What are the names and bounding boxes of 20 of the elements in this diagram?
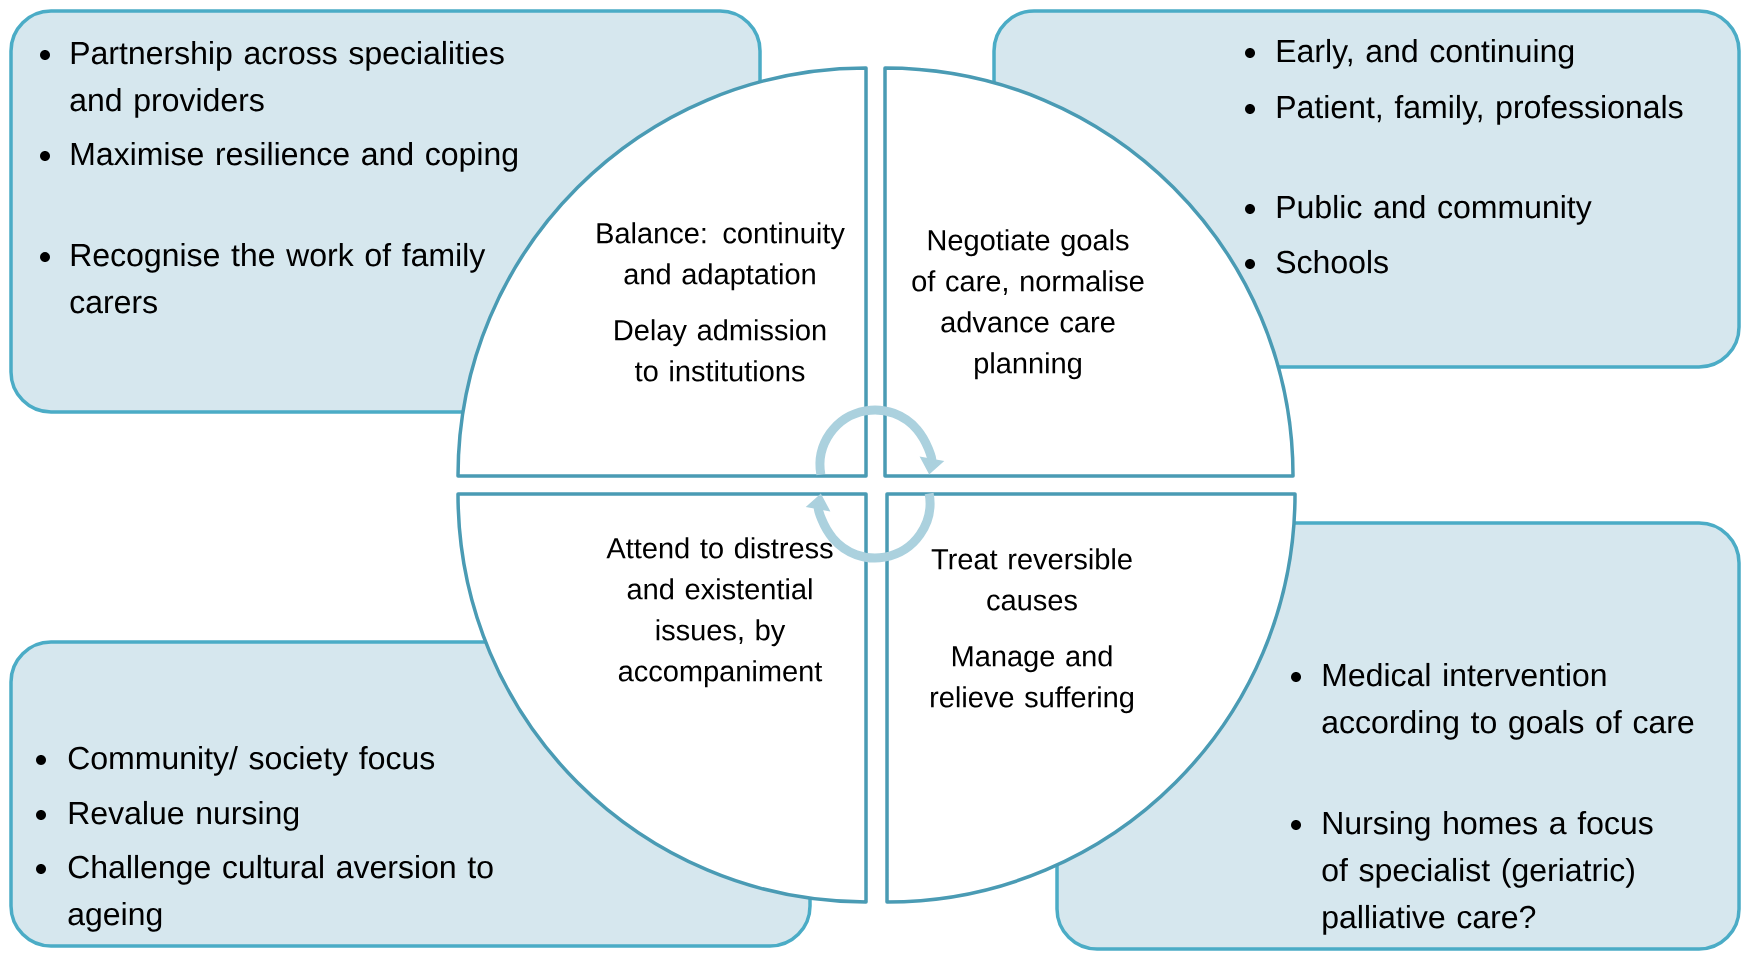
bullet-item: Partnership across specialities and providers	[40, 40, 504, 118]
bullet-item: Nursing homes a focus of specialist (geriatric) palliative care?	[1291, 810, 1653, 935]
arrow	[815, 405, 945, 476]
bullet-item: Maximise resilience and coping	[40, 141, 517, 172]
bullet-item: Medical intervention according to goals of care	[1291, 662, 1694, 740]
quadrant-text: Treat reversible causes	[931, 548, 1132, 611]
bullet-item: Patient, family, professionals	[1245, 94, 1683, 125]
quadrant-text: Attend to distress and existential issues, by accompaniment	[606, 537, 833, 688]
bullet-item: Revalue nursing	[36, 800, 299, 831]
bullet-item: Public and community	[1245, 194, 1592, 225]
arrow	[805, 492, 935, 563]
bullet-item: Challenge cultural aversion to ageing	[36, 854, 493, 932]
bullet-item: Recognise the work of family carers	[40, 242, 486, 314]
bullet-item: Schools	[1245, 249, 1388, 274]
bullet-item: Early, and continuing	[1245, 38, 1574, 69]
quadrant-text: Manage and relieve suffering	[931, 645, 1134, 714]
quadrant-text: Balance: continuity and adaptation	[597, 222, 845, 291]
quadrant-text: Negotiate goals of care, normalise advance care planning	[912, 229, 1144, 380]
quadrant-text: Delay admission to institutions	[615, 319, 826, 382]
bullet-item: Community/ society focus	[36, 745, 435, 776]
